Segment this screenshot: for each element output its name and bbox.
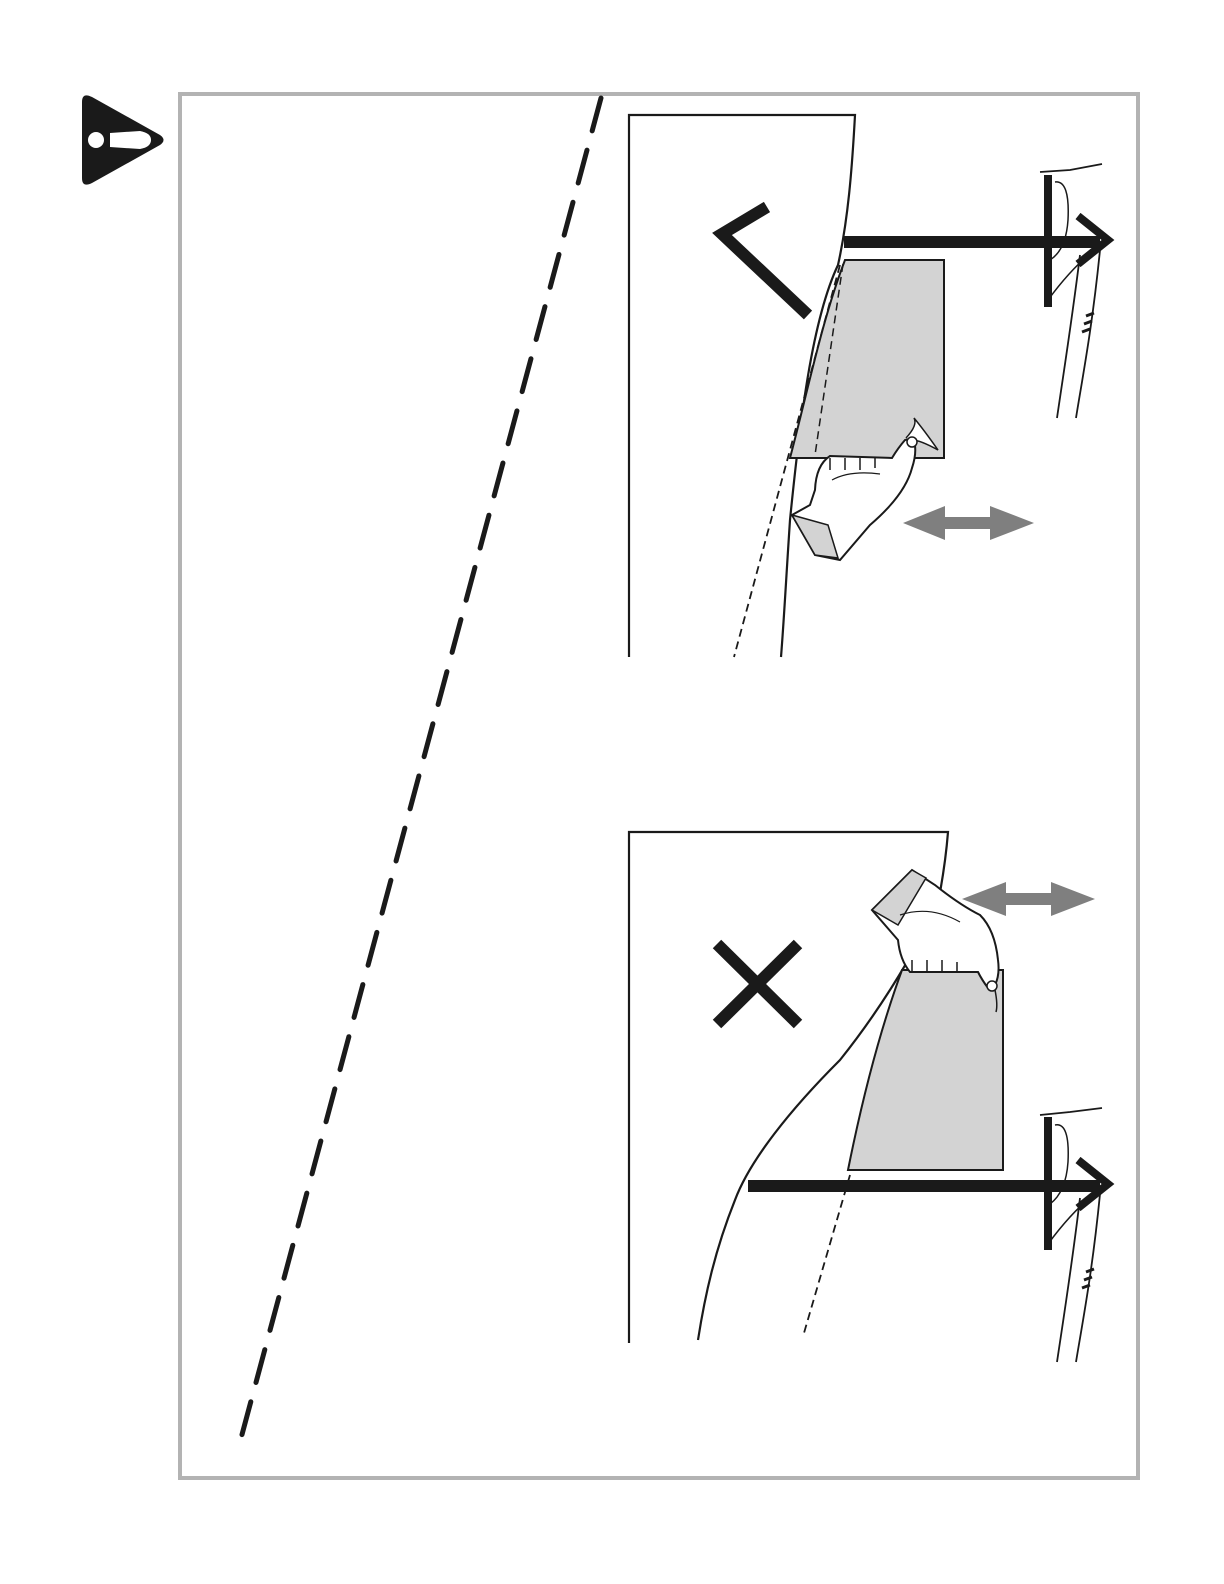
incorrect-panel bbox=[629, 832, 1108, 1362]
double-arrow-icon bbox=[903, 506, 1034, 540]
diagram-frame bbox=[180, 94, 1138, 1478]
guide-dashed-line bbox=[804, 1175, 850, 1333]
correct-panel bbox=[629, 115, 1108, 657]
warning-exclamation-icon bbox=[82, 95, 164, 184]
checkmark-icon bbox=[722, 207, 808, 315]
double-arrow-icon bbox=[962, 882, 1095, 916]
paper-sheet bbox=[848, 970, 1003, 1170]
cross-icon bbox=[717, 944, 798, 1024]
diagonal-dashed-line bbox=[240, 98, 601, 1442]
